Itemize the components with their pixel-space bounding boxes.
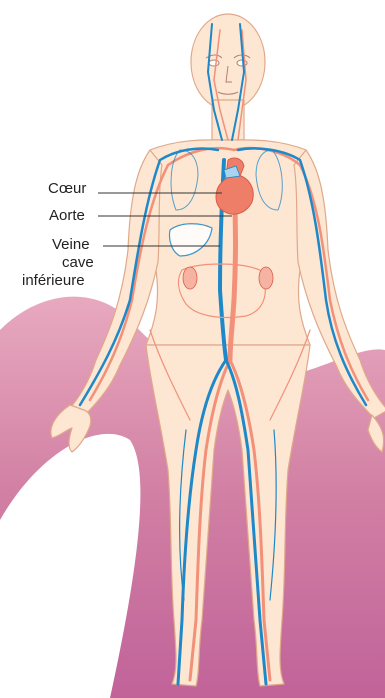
kidney-left xyxy=(183,267,197,289)
label-veine-line2: cave xyxy=(62,254,94,271)
label-aorte: Aorte xyxy=(49,207,85,224)
label-veine-line1: Veine xyxy=(52,236,90,253)
kidney-right xyxy=(259,267,273,289)
label-coeur: Cœur xyxy=(48,180,86,197)
label-veine-line3: inférieure xyxy=(22,272,85,289)
